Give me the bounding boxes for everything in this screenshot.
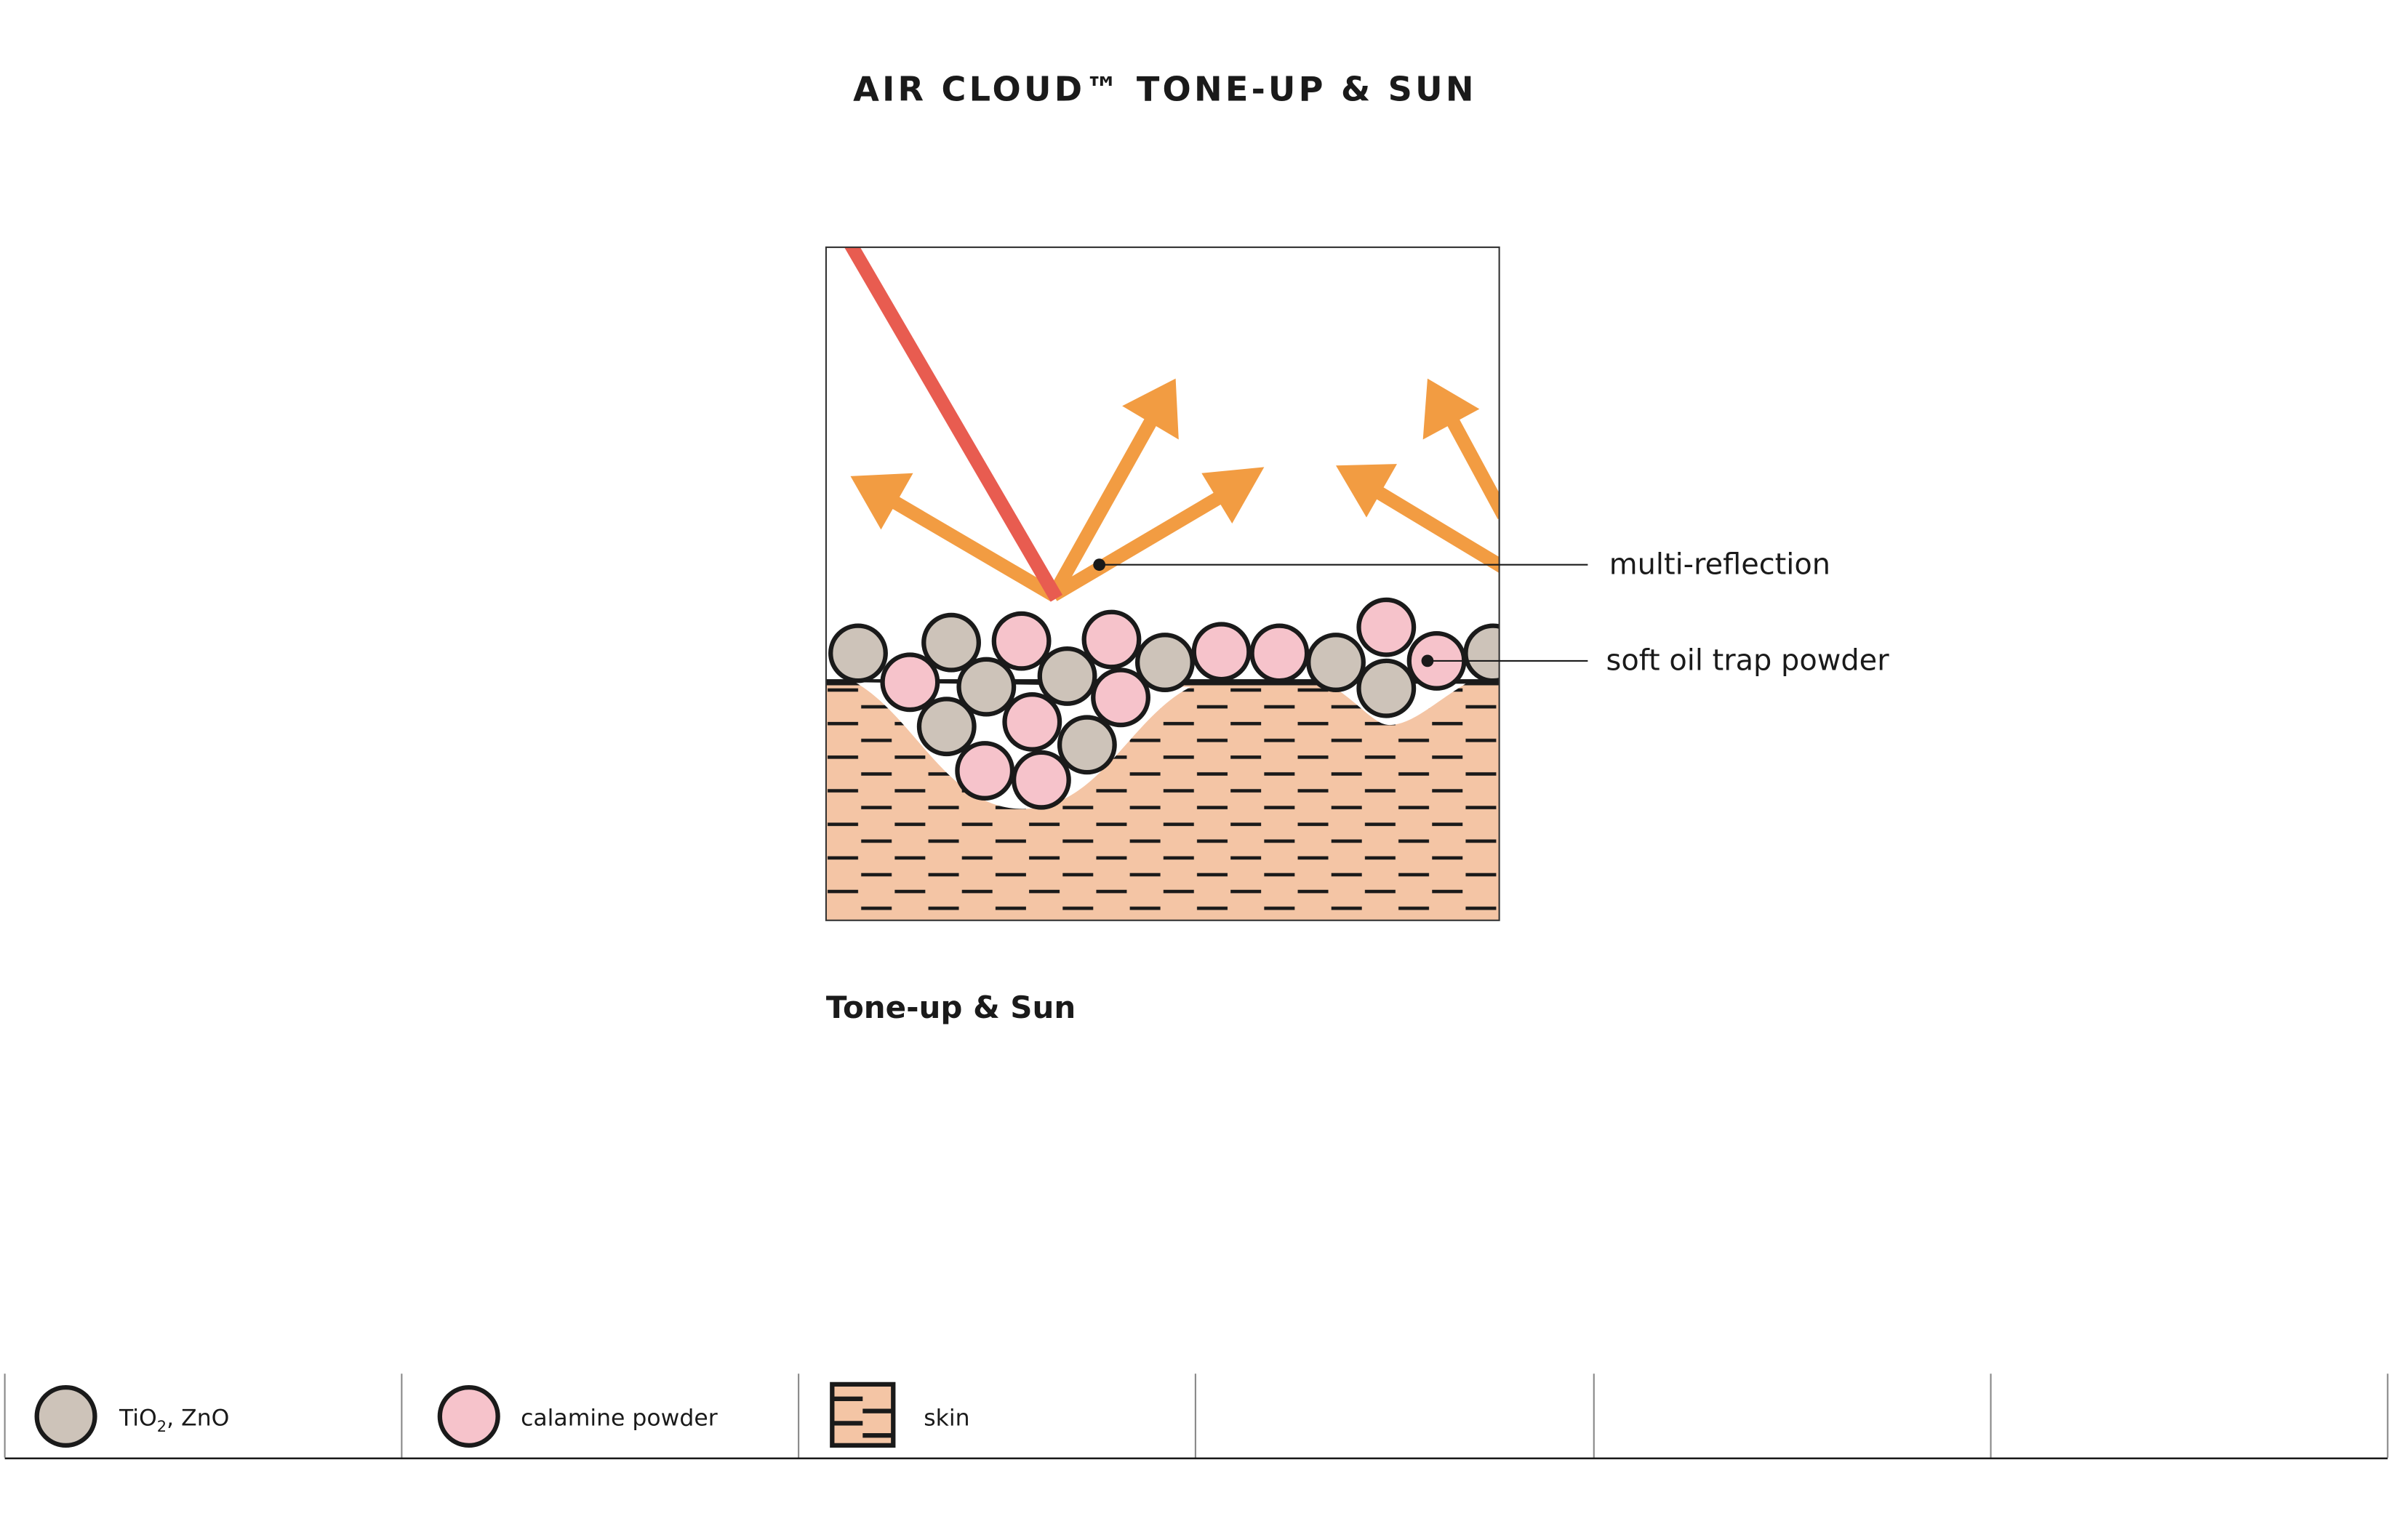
calamine-particle — [991, 611, 1052, 671]
calamine-particle — [1081, 609, 1142, 670]
tio2-particle — [828, 623, 888, 683]
svg-text:TiO2, ZnO: TiO2, ZnO — [119, 1405, 229, 1435]
callout-reflection: multi-reflection — [1093, 548, 1830, 581]
calamine-particle — [1356, 597, 1417, 657]
callout-label: multi-reflection — [1609, 548, 1830, 581]
diagram-caption: Tone-up & Sun — [826, 990, 1076, 1025]
tio2-particle — [921, 612, 981, 673]
reflection-arrows — [850, 378, 1500, 601]
tio2-particle — [1037, 646, 1097, 706]
callout-label: soft oil trap powder — [1606, 644, 1890, 678]
calamine-particle — [880, 652, 940, 713]
legend-item-skin: skin — [830, 1381, 970, 1448]
tio2-particle — [1463, 623, 1500, 683]
uv-ray — [844, 247, 1063, 602]
tio2-particle — [916, 697, 977, 757]
tio2-particle — [1306, 633, 1366, 692]
illustration-frame — [825, 246, 1500, 921]
legend-item-tio2: TiO2, ZnO — [34, 1384, 229, 1448]
legend — [4, 1373, 2389, 1459]
calamine-particle — [1191, 622, 1252, 682]
pink-particle-icon — [437, 1384, 500, 1448]
svg-text:calamine powder: calamine powder — [521, 1405, 718, 1432]
page-title: AIR CLOUD™ TONE-UP & SUN — [853, 70, 1477, 109]
svg-text:skin: skin — [924, 1405, 969, 1432]
tio2-particle — [956, 657, 1017, 717]
calamine-particle — [955, 741, 1015, 801]
tio2-particle — [1134, 633, 1195, 692]
gray-particle-icon — [34, 1384, 97, 1448]
tio2-particle — [1057, 715, 1117, 775]
illustration — [825, 247, 1500, 921]
skin-pattern-icon — [830, 1381, 896, 1448]
calamine-particle — [1249, 623, 1310, 683]
callout-powder: soft oil trap powder — [1421, 644, 1890, 678]
calamine-particle — [1091, 667, 1150, 728]
calamine-particle — [1002, 691, 1062, 752]
legend-item-calamine: calamine powder — [437, 1384, 718, 1448]
tio2-particle — [1356, 658, 1417, 718]
calamine-particle — [1011, 750, 1071, 810]
